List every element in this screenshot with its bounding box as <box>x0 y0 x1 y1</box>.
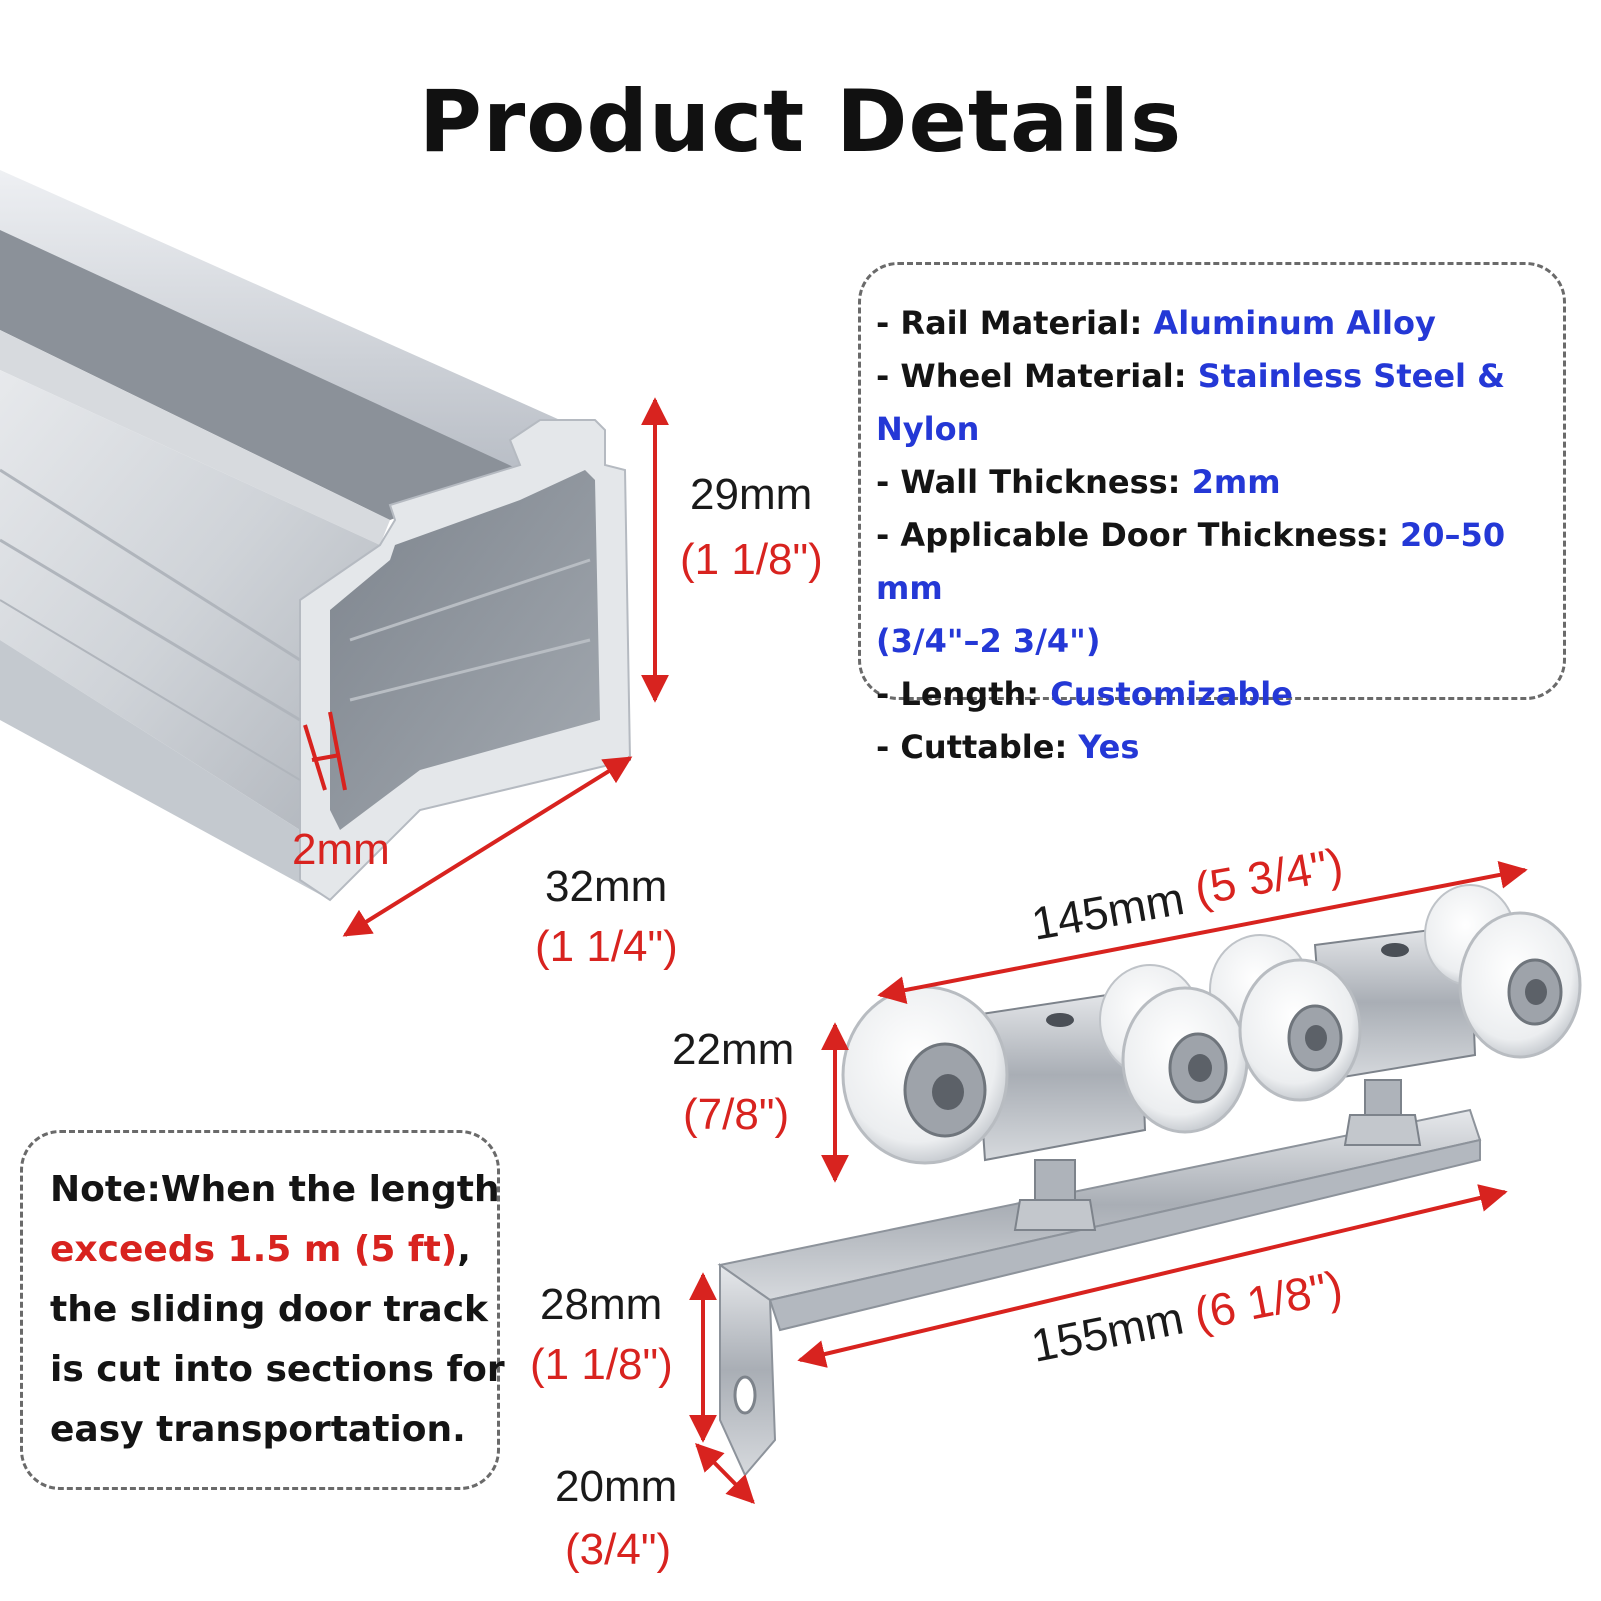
aluminum-rail-image <box>0 170 632 902</box>
bracket-width-arrow <box>695 1443 755 1504</box>
spec-cuttable: - Cuttable: Yes <box>876 728 1140 766</box>
rail-width-arrow <box>342 756 633 937</box>
note-text: Note:When the length exceeds 1.5 m (5 ft… <box>50 1169 505 1450</box>
rail-height-mm: 29mm <box>690 470 813 519</box>
spec-wall-thickness: - Wall Thickness: 2mm <box>876 463 1281 501</box>
note-highlight: exceeds 1.5 m (5 ft) <box>50 1229 458 1270</box>
note-box <box>20 1130 500 1490</box>
wall-thickness-marker <box>303 711 347 791</box>
spec-list: - Rail Material: Aluminum Alloy - Wheel … <box>876 297 1576 774</box>
bottom-length-mm: 155mm <box>1027 1292 1187 1372</box>
bracket-height-in: (1 1/8") <box>530 1340 673 1389</box>
bottom-length-arrow <box>797 1184 1508 1368</box>
wheel-height-in: (7/8") <box>683 1090 790 1139</box>
spec-length: - Length: Customizable <box>876 675 1293 713</box>
page-title: Product Details <box>418 72 1183 172</box>
top-length-arrow <box>877 861 1528 1004</box>
top-length-in: (5 3/4") <box>1191 838 1347 915</box>
bracket-width-mm: 20mm <box>555 1462 678 1511</box>
bottom-length-in: (6 1/8") <box>1190 1260 1346 1340</box>
rail-height-in: (1 1/8") <box>680 535 823 584</box>
bracket-height-mm: 28mm <box>540 1280 663 1329</box>
rail-width-mm: 32mm <box>545 862 668 911</box>
wheel-height-mm: 22mm <box>672 1025 795 1074</box>
roller-carriage-image <box>717 884 1582 1477</box>
spec-wheel-material: - Wheel Material: Stainless Steel & Nylo… <box>876 357 1506 448</box>
spec-door-thickness: - Applicable Door Thickness: 20–50 mm <box>876 516 1506 607</box>
spec-rail-material: - Rail Material: Aluminum Alloy <box>876 304 1436 342</box>
rail-width-in: (1 1/4") <box>535 922 678 971</box>
wall-thickness-label: 2mm <box>292 825 390 874</box>
spec-box <box>858 262 1566 700</box>
spec-door-thickness-inches: (3/4"–2 3/4") <box>876 622 1101 660</box>
bracket-width-in: (3/4") <box>565 1525 672 1574</box>
